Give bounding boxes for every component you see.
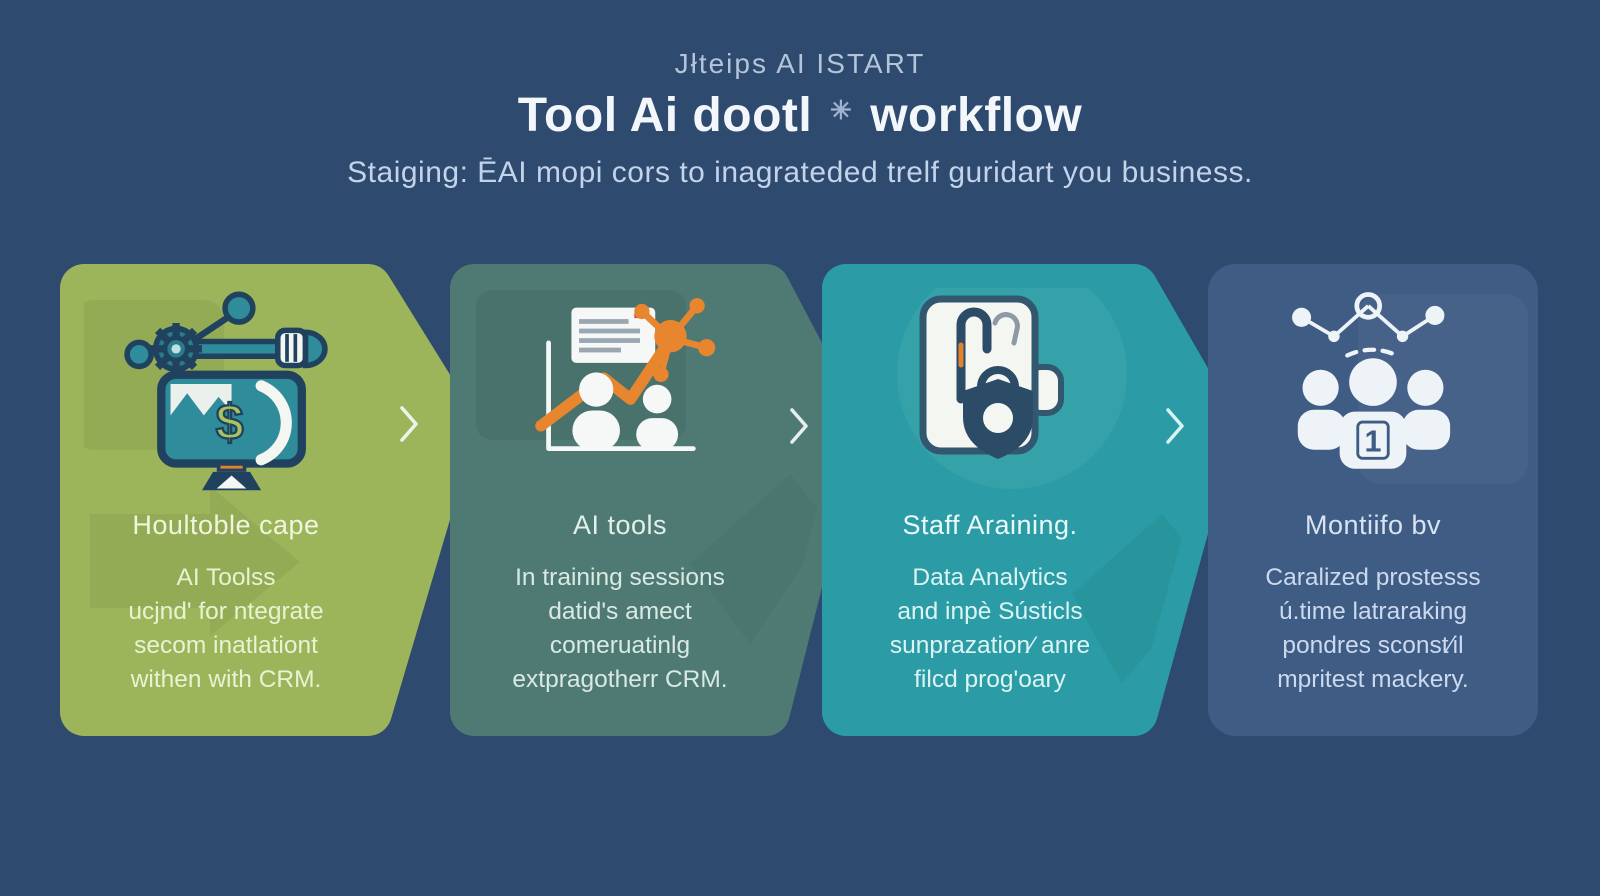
step-title: Montiifo bv — [1304, 510, 1442, 540]
step-card-3: Staff Araining. Data Analytics and inpè … — [822, 264, 1237, 736]
eyebrow-text: Jłteips AI ISTART — [674, 48, 926, 79]
monitor-dollar-tools-icon: $ — [60, 286, 392, 494]
dollar-glyph: $ — [216, 394, 244, 450]
badge-number: 1 — [1365, 425, 1382, 459]
document-shield-icon — [822, 286, 1158, 478]
step-title: Staff Araining. — [902, 510, 1078, 540]
page-title: Tool Ai dootl ✳ workflow — [0, 88, 1600, 143]
step-card-1: $ Houltoble cape AI Toolss ucjnd' for nt… — [60, 264, 477, 736]
asterisk-decoration-icon: ✳ — [830, 95, 853, 125]
step-card-4: 1 Montiifo bv Caralized prostesss ú.time… — [1208, 264, 1538, 736]
step-description: AI Toolss ucjnd' for ntegrate secom inat… — [128, 564, 324, 693]
step-description: Caralized prostesss ú.time latraraking p… — [1265, 564, 1481, 693]
workflow-steps-row: $ Houltoble cape AI Toolss ucjnd' for nt… — [0, 264, 1600, 736]
step-title: AI tools — [572, 510, 668, 540]
step-description: Data Analytics and inpè Sústicls sunpraz… — [889, 564, 1091, 693]
page-title-right: workflow — [870, 89, 1083, 142]
chevron-right-icon — [400, 406, 418, 442]
step-title: Houltoble cape — [132, 510, 320, 540]
card-background — [450, 264, 862, 736]
card-background — [1208, 264, 1538, 736]
page-subtitle: Staiging: ĒAI mopi cors to inagrateded t… — [347, 156, 1253, 189]
team-monitoring-icon: 1 — [1208, 286, 1538, 482]
step-card-2: AI tools In training sessions datid's am… — [450, 264, 862, 736]
step-description: In training sessions datid's amect comer… — [512, 564, 728, 693]
chevron-right-icon — [1166, 408, 1184, 444]
chevron-right-icon — [790, 408, 808, 444]
chart-people-network-icon — [450, 286, 790, 476]
page-title-left: Tool Ai dootl — [517, 89, 813, 142]
